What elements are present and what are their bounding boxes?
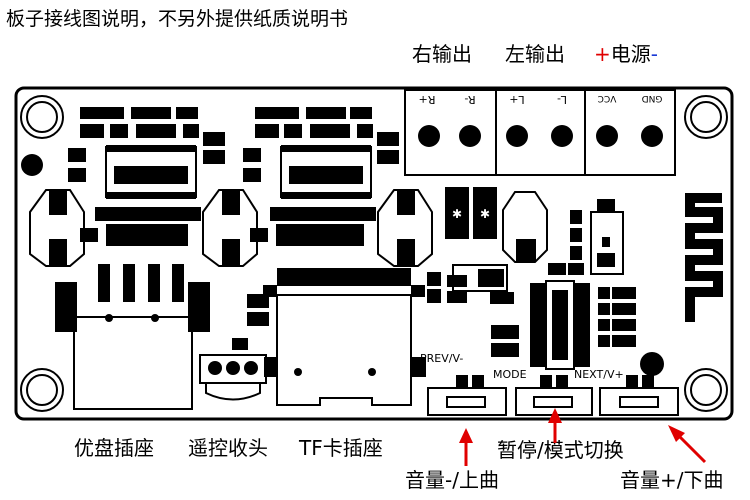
prev-button-label: PREV/V- bbox=[420, 352, 463, 365]
diode-pair: ✱ ✱ bbox=[445, 187, 497, 239]
terminal-screw-l-plus bbox=[506, 125, 528, 147]
terminal-screw-r-minus bbox=[459, 125, 481, 147]
usb-socket-label: 优盘插座 bbox=[74, 436, 154, 460]
ir-receiver-label: 遥控收头 bbox=[188, 436, 268, 460]
power-plus-sign: + bbox=[594, 42, 611, 66]
arrow-vol-up-icon bbox=[668, 425, 707, 464]
pause-mode-label: 暂停/模式切换 bbox=[497, 438, 624, 462]
amplifier-section-2 bbox=[243, 107, 399, 246]
usb-socket bbox=[55, 264, 210, 410]
tf-card-socket bbox=[263, 268, 426, 406]
terminal-screw-l-minus bbox=[551, 125, 573, 147]
mode-button-label: MODE bbox=[493, 368, 527, 381]
amplifier-section-1 bbox=[68, 107, 225, 246]
arrow-vol-down-icon bbox=[459, 428, 473, 466]
inductor-4 bbox=[502, 191, 548, 263]
next-button[interactable] bbox=[599, 375, 679, 416]
pin-label-l-minus: L- bbox=[557, 93, 567, 106]
vol-down-label: 音量-/上曲 bbox=[405, 468, 499, 492]
page-title: 板子接线图说明，不另外提供纸质说明书 bbox=[6, 8, 349, 30]
vertical-component bbox=[590, 199, 624, 275]
power-text: 电源 bbox=[610, 42, 651, 66]
terminal-screw-r-plus bbox=[418, 125, 440, 147]
next-button-label: NEXT/V+ bbox=[574, 368, 624, 381]
pin-label-l-plus: L+ bbox=[509, 93, 524, 106]
led-dot bbox=[640, 352, 664, 376]
power-minus-sign: - bbox=[650, 42, 658, 66]
terminal-block: R+ R- L+ L- VCC GND bbox=[404, 89, 676, 176]
svg-text:✱: ✱ bbox=[452, 207, 462, 221]
mounting-hole-bottom-right bbox=[684, 368, 728, 412]
power-label: +电源- bbox=[594, 44, 658, 64]
mounting-hole-top-right bbox=[684, 95, 728, 139]
mounting-hole-top-left bbox=[20, 95, 64, 139]
vol-up-label: 音量+/下曲 bbox=[620, 468, 724, 492]
inductor-1 bbox=[29, 189, 85, 267]
pin-label-r-minus: R- bbox=[464, 93, 475, 106]
indicator-dot bbox=[21, 154, 43, 176]
pin-label-r-plus: R+ bbox=[419, 93, 436, 106]
pin-label-vcc: VCC bbox=[598, 93, 617, 103]
main-ic bbox=[530, 280, 590, 370]
mounting-hole-bottom-left bbox=[20, 368, 64, 412]
left-output-label: 左输出 bbox=[505, 42, 565, 66]
arrow-mode-icon bbox=[548, 408, 562, 443]
inductor-3 bbox=[377, 189, 433, 267]
inductor-2 bbox=[202, 189, 258, 267]
antenna-trace bbox=[685, 193, 723, 322]
tf-socket-label: TF卡插座 bbox=[299, 436, 383, 460]
terminal-screw-gnd bbox=[641, 125, 663, 147]
svg-text:✱: ✱ bbox=[480, 207, 490, 221]
right-output-label: 右输出 bbox=[412, 42, 472, 66]
pin-label-gnd: GND bbox=[642, 93, 663, 103]
terminal-screw-vcc bbox=[596, 125, 618, 147]
prev-button[interactable] bbox=[427, 375, 507, 416]
